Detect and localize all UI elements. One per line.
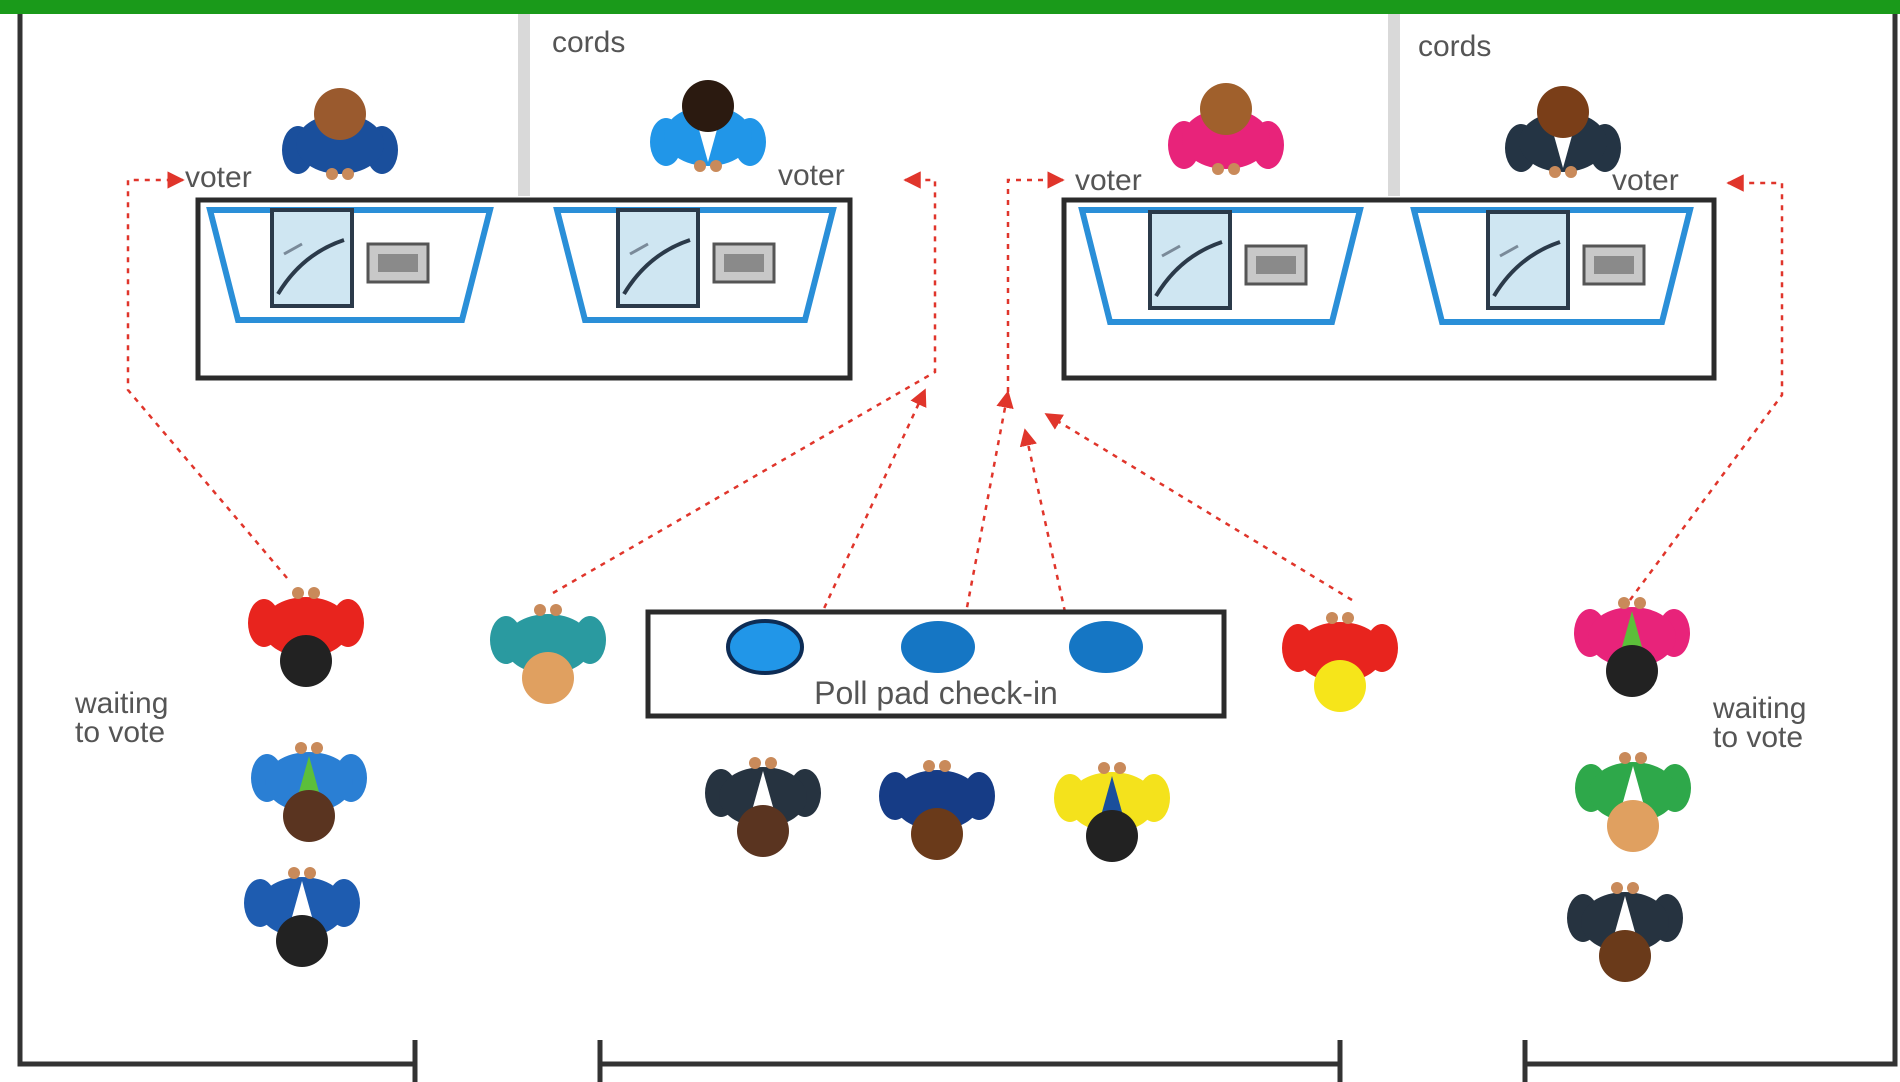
poll-pad-check-in-table: Poll pad check-in xyxy=(645,609,1227,719)
svg-text:to vote: to vote xyxy=(75,716,165,749)
waiting-label-left: waiting to vote xyxy=(74,687,168,749)
person-top-view-icon xyxy=(1282,612,1398,712)
ballot-machine-icon xyxy=(616,208,700,308)
ballot-machine-icon xyxy=(1486,210,1570,310)
person-top-view-icon xyxy=(490,604,606,704)
person-top-view-icon xyxy=(282,88,398,180)
cord-pole-right xyxy=(1388,14,1400,196)
person-top-view-icon xyxy=(705,757,821,857)
dashed-arrow-icon xyxy=(963,390,1014,619)
waiting-label-right: waiting to vote xyxy=(1712,692,1806,754)
person-top-view-icon xyxy=(650,80,766,172)
person-top-view-icon xyxy=(1575,752,1691,852)
voting-booth xyxy=(553,207,837,323)
person-top-view-icon xyxy=(1505,86,1621,178)
scanner-icon xyxy=(1582,244,1646,286)
dashed-arrow-icon xyxy=(813,388,927,629)
poll-pad-label: Poll pad check-in xyxy=(814,675,1058,711)
voting-booth xyxy=(206,207,494,323)
person-top-view-icon xyxy=(1567,882,1683,982)
voter-label: voter xyxy=(778,159,845,192)
room-walls xyxy=(17,14,1898,1082)
scanner-icon xyxy=(712,242,776,284)
scanner-icon xyxy=(1244,244,1308,286)
voter-label: voter xyxy=(1075,164,1142,197)
person-top-view-icon xyxy=(251,742,367,842)
dashed-arrow-icon xyxy=(552,171,937,595)
top-bar xyxy=(0,0,1900,14)
booth-table-left xyxy=(195,197,853,381)
voting-booth xyxy=(1078,207,1364,325)
person-top-view-icon xyxy=(1054,762,1170,862)
cord-pole-left xyxy=(518,14,530,196)
dashed-arrow-icon xyxy=(1006,171,1065,392)
svg-text:to vote: to vote xyxy=(1713,721,1803,754)
ballot-machine-icon xyxy=(1148,210,1232,310)
voting-booth xyxy=(1410,207,1694,325)
scanner-icon xyxy=(366,242,430,284)
ballot-machine-icon xyxy=(270,208,354,308)
person-top-view-icon xyxy=(248,587,364,687)
person-top-view-icon xyxy=(1574,597,1690,697)
voter-label: voter xyxy=(1612,164,1679,197)
dashed-arrow-icon xyxy=(126,171,288,579)
person-top-view-icon xyxy=(1168,83,1284,175)
poll-pad-icon xyxy=(726,619,804,675)
dashed-arrow-icon xyxy=(1019,428,1067,613)
person-top-view-icon xyxy=(244,867,360,967)
cords-label-right: cords xyxy=(1418,30,1491,63)
svg-text:waiting: waiting xyxy=(1712,692,1806,725)
svg-text:waiting: waiting xyxy=(74,687,168,720)
dashed-arrow-icon xyxy=(1044,412,1353,602)
person-top-view-icon xyxy=(879,760,995,860)
poll-pad-icon xyxy=(1069,621,1143,673)
poll-pad-icon xyxy=(901,621,975,673)
voter-label: voter xyxy=(185,161,252,194)
cords-label-left: cords xyxy=(552,26,625,59)
